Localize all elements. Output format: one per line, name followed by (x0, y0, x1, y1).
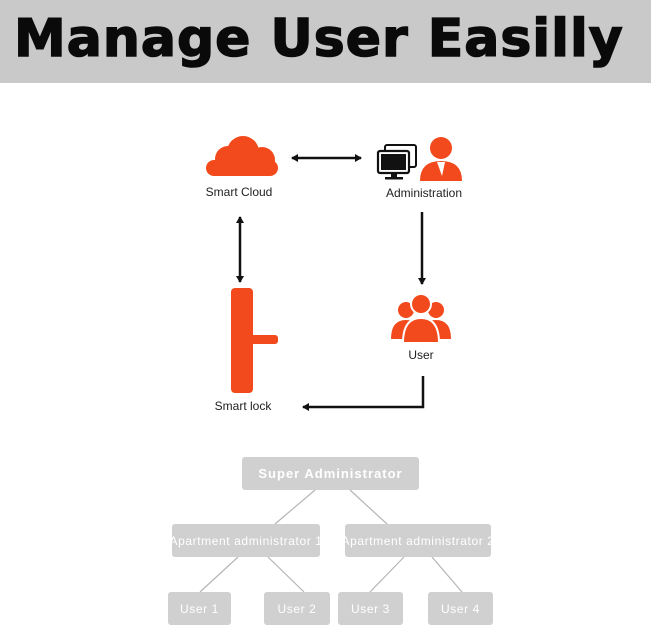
user-group-icon (391, 293, 451, 344)
user-lock-arrow (302, 376, 425, 411)
administration-label: Administration (385, 186, 463, 200)
user-4-box: User 4 (428, 592, 493, 625)
smart-cloud-label: Smart Cloud (205, 185, 273, 199)
user-3-box: User 3 (338, 592, 403, 625)
admin-person-icon (420, 137, 462, 181)
user-1-box: User 1 (168, 592, 231, 625)
user-2-box: User 2 (264, 592, 330, 625)
smart-lock-label: Smart lock (214, 399, 272, 413)
user-label: User (408, 348, 434, 362)
cloud-icon (206, 136, 278, 176)
smart-lock-icon (231, 288, 278, 393)
monitor-icon (376, 144, 417, 180)
super-administrator-box: Super Administrator (242, 457, 419, 490)
page-title: Manage User Easilly (13, 8, 624, 70)
hierarchy-connectors (199, 489, 463, 593)
apartment-admin-1-box: Apartment administrator 1 (169, 524, 322, 557)
title-banner: Manage User Easilly (0, 0, 651, 83)
apartment-admin-2-box: Apartment administrator 2 (341, 524, 494, 557)
